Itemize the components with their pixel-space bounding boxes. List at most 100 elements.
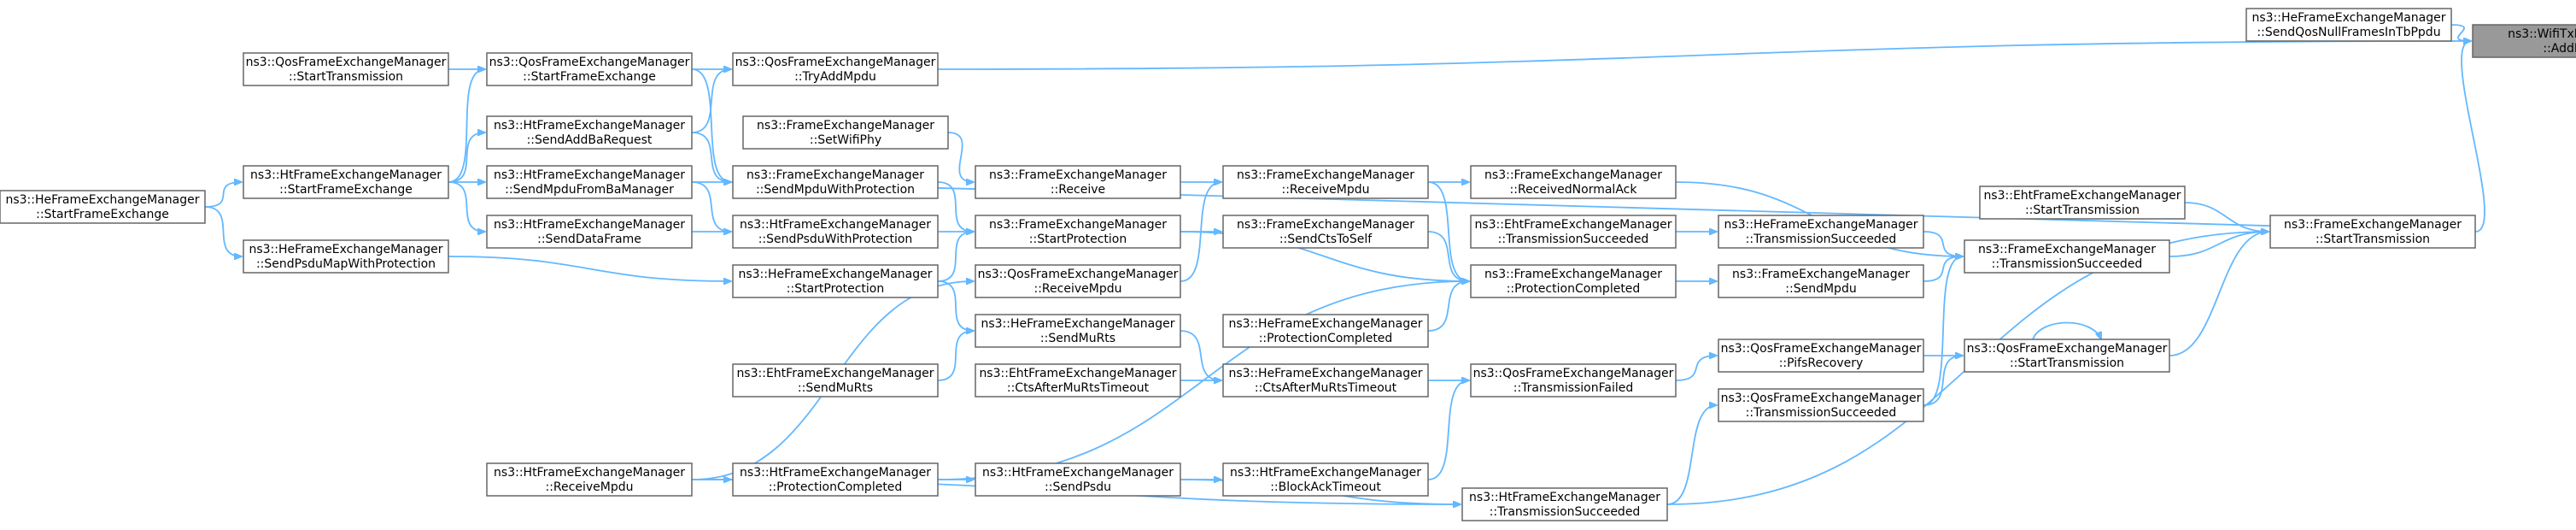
- node-method-label: ::SendAddBaRequest: [527, 133, 653, 147]
- node-qos-try-add[interactable]: ns3::QosFrameExchangeManager::TryAddMpdu: [732, 52, 939, 86]
- node-ht-send-data[interactable]: ns3::HtFrameExchangeManager::SendDataFra…: [486, 215, 693, 249]
- node-he-prot-comp[interactable]: ns3::HeFrameExchangeManager::ProtectionC…: [1222, 314, 1429, 348]
- node-qos-start-tx[interactable]: ns3::QosFrameExchangeManager::StartTrans…: [1964, 339, 2170, 373]
- node-ht-start-fe[interactable]: ns3::HtFrameExchangeManager::StartFrameE…: [243, 165, 449, 199]
- node-method-label: ::StartFrameExchange: [36, 208, 169, 221]
- node-box: [975, 165, 1181, 199]
- edge-qos-tx-fail-to-qos-pifs: [1675, 356, 1717, 381]
- node-add-mpdu[interactable]: ns3::WifiTxParameters::AddMpdu: [2472, 24, 2576, 58]
- node-box: [732, 363, 939, 398]
- node-class-label: ns3::FrameExchangeManager: [1237, 168, 1414, 182]
- node-ht-tx-succ[interactable]: ns3::HtFrameExchangeManager::Transmissio…: [1461, 487, 1668, 521]
- node-ht-send-add-ba[interactable]: ns3::HtFrameExchangeManager::SendAddBaRe…: [486, 115, 693, 150]
- node-method-label: ::SendPsduWithProtection: [758, 233, 913, 246]
- node-ht-send-mpdu-ba[interactable]: ns3::HtFrameExchangeManager::SendMpduFro…: [486, 165, 693, 199]
- node-class-label: ns3::EhtFrameExchangeManager: [979, 367, 1176, 380]
- node-he-send-psdu-map[interactable]: ns3::HeFrameExchangeManager::SendPsduMap…: [243, 239, 449, 274]
- node-ht-send-psdu-prot[interactable]: ns3::HtFrameExchangeManager::SendPsduWit…: [732, 215, 939, 249]
- node-qos-tx-succ[interactable]: ns3::QosFrameExchangeManager::Transmissi…: [1718, 388, 1924, 422]
- node-class-label: ns3::HtFrameExchangeManager: [740, 218, 931, 232]
- node-fem-send-mpdu[interactable]: ns3::FrameExchangeManager::SendMpdu: [1718, 264, 1924, 298]
- edge-qos-tx-succ-to-fem-tx-succ: [1923, 256, 1963, 406]
- node-qos-tx-fail[interactable]: ns3::QosFrameExchangeManager::Transmissi…: [1470, 363, 1677, 398]
- node-fem-send-mpdu-prot[interactable]: ns3::FrameExchangeManager::SendMpduWithP…: [732, 165, 939, 199]
- node-class-label: ns3::HeFrameExchangeManager: [249, 243, 442, 256]
- node-box: [975, 363, 1181, 398]
- node-class-label: ns3::FrameExchangeManager: [1237, 218, 1414, 232]
- node-fem-start-prot[interactable]: ns3::FrameExchangeManager::StartProtecti…: [975, 215, 1181, 249]
- node-method-label: ::StartProtection: [787, 282, 884, 296]
- node-box: [243, 165, 449, 199]
- node-ht-recv-mpdu[interactable]: ns3::HtFrameExchangeManager::ReceiveMpdu: [486, 462, 693, 497]
- node-ht-prot-comp[interactable]: ns3::HtFrameExchangeManager::ProtectionC…: [732, 462, 939, 497]
- node-ht-block-ack[interactable]: ns3::HtFrameExchangeManager::BlockAckTim…: [1222, 462, 1429, 497]
- node-method-label: ::SendMpduFromBaManager: [505, 183, 674, 197]
- node-qos-recv-mpdu[interactable]: ns3::QosFrameExchangeManager::ReceiveMpd…: [975, 264, 1181, 298]
- node-class-label: ns3::QosFrameExchangeManager: [1473, 367, 1674, 380]
- node-class-label: ns3::HtFrameExchangeManager: [982, 466, 1174, 480]
- node-he-tx-succ[interactable]: ns3::HeFrameExchangeManager::Transmissio…: [1718, 215, 1924, 249]
- node-box: [1470, 215, 1677, 249]
- node-he-start-prot[interactable]: ns3::HeFrameExchangeManager::StartProtec…: [732, 264, 939, 298]
- node-qos-pifs[interactable]: ns3::QosFrameExchangeManager::PifsRecove…: [1718, 339, 1924, 373]
- node-box: [2245, 8, 2452, 42]
- node-ht-send-psdu[interactable]: ns3::HtFrameExchangeManager::SendPsdu: [975, 462, 1181, 497]
- edge-he-prot-comp-to-fem-prot-comp: [1427, 281, 1469, 332]
- node-fem-recv[interactable]: ns3::FrameExchangeManager::Receive: [975, 165, 1181, 199]
- node-box: [732, 215, 939, 249]
- edge-he-tx-succ-to-fem-tx-succ: [1923, 231, 1963, 256]
- node-method-label: ::ReceiveMpdu: [1282, 183, 1370, 197]
- node-class-label: ns3::HtFrameExchangeManager: [494, 119, 685, 132]
- node-class-label: ns3::HtFrameExchangeManager: [740, 466, 931, 480]
- node-box: [1470, 363, 1677, 398]
- node-fem-recv-mpdu[interactable]: ns3::FrameExchangeManager::ReceiveMpdu: [1222, 165, 1429, 199]
- node-box: [1470, 165, 1677, 199]
- node-class-label: ns3::QosFrameExchangeManager: [246, 56, 447, 69]
- node-method-label: ::CtsAfterMuRtsTimeout: [1007, 381, 1150, 395]
- node-eht-send-mu-rts[interactable]: ns3::EhtFrameExchangeManager::SendMuRts: [732, 363, 939, 398]
- node-class-label: ns3::HeFrameExchangeManager: [981, 317, 1174, 331]
- node-he-send-qos-null[interactable]: ns3::HeFrameExchangeManager::SendQosNull…: [2245, 8, 2452, 42]
- edge-he-send-qos-null-to-add-mpdu: [2450, 24, 2471, 41]
- edge-ht-tx-succ-to-qos-tx-succ: [1666, 405, 1717, 505]
- node-box: [2269, 215, 2476, 249]
- node-eht-tx-succ[interactable]: ns3::EhtFrameExchangeManager::Transmissi…: [1470, 215, 1677, 249]
- node-he-cts-timeout[interactable]: ns3::HeFrameExchangeManager::CtsAfterMuR…: [1222, 363, 1429, 398]
- node-class-label: ns3::HtFrameExchangeManager: [494, 218, 685, 232]
- node-qos-start-fe[interactable]: ns3::QosFrameExchangeManager::StartFrame…: [486, 52, 693, 86]
- node-method-label: ::SendMuRts: [1040, 332, 1115, 345]
- node-fem-cts[interactable]: ns3::FrameExchangeManager::SendCtsToSelf: [1222, 215, 1429, 249]
- node-he-send-mu-rts[interactable]: ns3::HeFrameExchangeManager::SendMuRts: [975, 314, 1181, 348]
- edge-qos-start-fe-to-fem-send-mpdu-prot: [691, 68, 731, 182]
- node-method-label: ::BlockAckTimeout: [1270, 480, 1381, 494]
- node-fem-set-phy[interactable]: ns3::FrameExchangeManager::SetWifiPhy: [742, 115, 949, 150]
- edge-he-send-psdu-map-to-he-start-prot: [448, 256, 731, 281]
- node-box: [2472, 24, 2576, 58]
- node-eht-start-tx[interactable]: ns3::EhtFrameExchangeManager::StartTrans…: [1979, 186, 2186, 220]
- node-class-label: ns3::HeFrameExchangeManager: [1228, 317, 1422, 331]
- node-class-label: ns3::HtFrameExchangeManager: [494, 168, 685, 182]
- node-method-label: ::SendPsduMapWithProtection: [256, 257, 436, 271]
- node-method-label: ::PifsRecovery: [1779, 356, 1864, 370]
- node-box: [243, 52, 449, 86]
- node-fem-tx-succ[interactable]: ns3::FrameExchangeManager::TransmissionS…: [1964, 239, 2170, 274]
- node-box: [1222, 363, 1429, 398]
- node-box: [1718, 264, 1924, 298]
- node-he-start-fe[interactable]: ns3::HeFrameExchangeManager::StartFrameE…: [0, 190, 206, 224]
- node-class-label: ns3::HeFrameExchangeManager: [5, 193, 199, 207]
- node-method-label: ::AddMpdu: [2543, 42, 2576, 56]
- node-box: [1718, 388, 1924, 422]
- node-box: [975, 462, 1181, 497]
- node-class-label: ns3::QosFrameExchangeManager: [489, 56, 690, 69]
- node-fem-start-tx[interactable]: ns3::FrameExchangeManager::StartTransmis…: [2269, 215, 2476, 249]
- node-fem-prot-comp[interactable]: ns3::FrameExchangeManager::ProtectionCom…: [1470, 264, 1677, 298]
- node-method-label: ::StartTransmission: [2315, 233, 2430, 246]
- node-qos-start-tx2[interactable]: ns3::QosFrameExchangeManager::StartTrans…: [243, 52, 449, 86]
- node-method-label: ::TransmissionSucceeded: [1498, 233, 1649, 246]
- edge-fem-set-phy-to-fem-recv: [947, 132, 974, 182]
- node-eht-cts-timeout[interactable]: ns3::EhtFrameExchangeManager::CtsAfterMu…: [975, 363, 1181, 398]
- edge-ht-send-mpdu-ba-to-ht-send-psdu-prot: [691, 181, 731, 232]
- node-fem-recv-ack[interactable]: ns3::FrameExchangeManager::ReceivedNorma…: [1470, 165, 1677, 199]
- node-class-label: ns3::EhtFrameExchangeManager: [736, 367, 934, 380]
